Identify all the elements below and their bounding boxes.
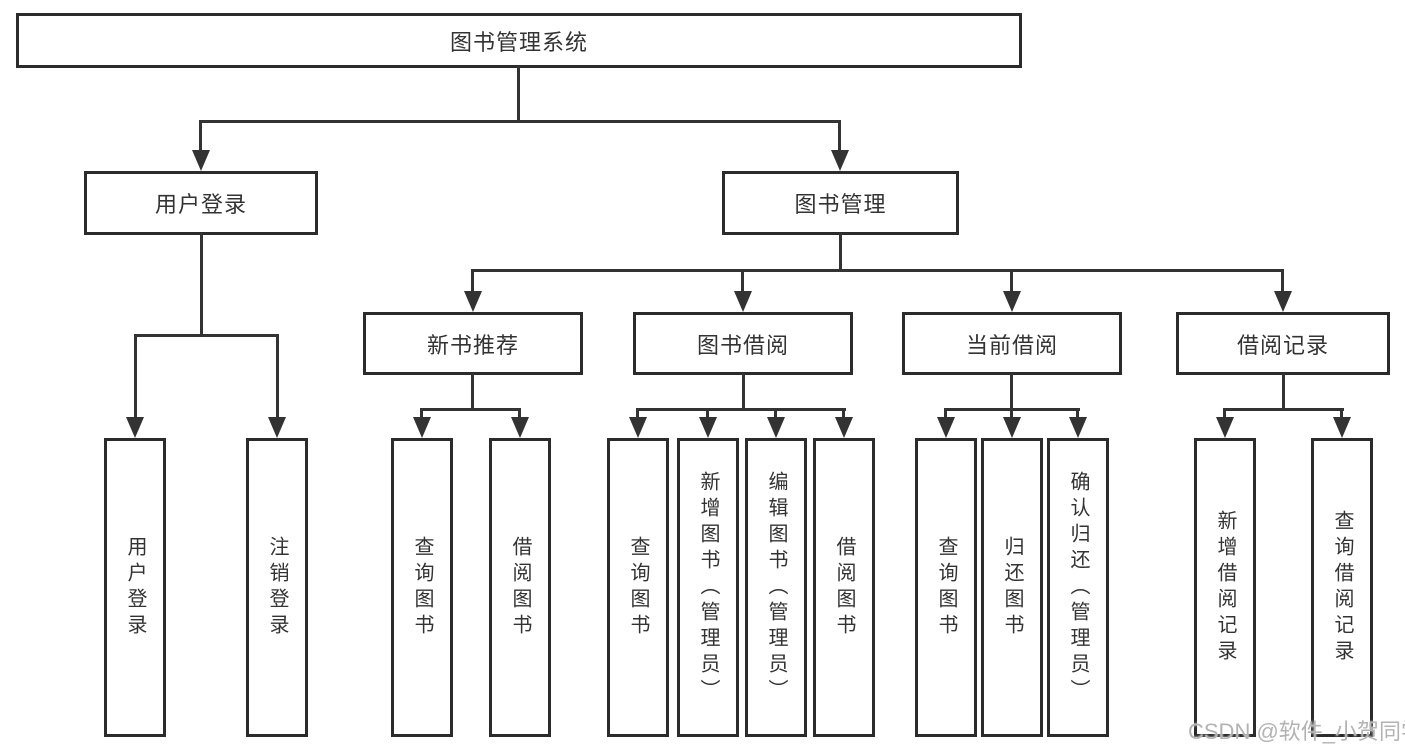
arrowhead-icon <box>1274 291 1292 312</box>
connector-line <box>134 334 279 337</box>
node-leaf-logout: 注销登录 <box>246 438 308 737</box>
node-leaf-query-books-2: 查询图书 <box>607 438 669 737</box>
arrowhead-icon <box>767 417 785 438</box>
arrowhead-icon <box>1003 417 1021 438</box>
connector-line <box>742 373 745 410</box>
node-new-book-recommend: 新书推荐 <box>363 312 583 375</box>
arrowhead-icon <box>734 291 752 312</box>
node-leaf-query-borrow-record-label: 查询借阅记录 <box>1331 509 1353 666</box>
connector-line <box>134 334 137 418</box>
connector-line <box>706 408 709 419</box>
node-root-label: 图书管理系统 <box>449 29 588 55</box>
node-leaf-borrow-books-1-label: 借阅图书 <box>509 535 531 640</box>
node-leaf-query-borrow-record: 查询借阅记录 <box>1311 438 1373 737</box>
node-leaf-borrow-books-1: 借阅图书 <box>489 438 551 737</box>
arrowhead-icon <box>464 291 482 312</box>
node-leaf-confirm-return-admin: 确认归还（管理员） <box>1047 438 1109 737</box>
connector-line <box>471 269 474 292</box>
node-new-book-recommend-label: 新书推荐 <box>426 332 519 358</box>
arrowhead-icon <box>413 417 431 438</box>
connector-line <box>420 408 423 419</box>
arrowhead-icon <box>699 417 717 438</box>
node-leaf-query-books-3: 查询图书 <box>915 438 977 737</box>
node-leaf-query-books-1: 查询图书 <box>391 438 453 737</box>
connector-line <box>200 233 203 336</box>
node-leaf-edit-books-admin-label: 编辑图书（管理员） <box>765 470 787 705</box>
arrowhead-icon <box>511 417 529 438</box>
connector-line <box>1010 408 1013 419</box>
node-leaf-add-borrow-record-label: 新增借阅记录 <box>1214 509 1236 666</box>
node-leaf-add-books-admin-label: 新增图书（管理员） <box>697 470 719 705</box>
arrowhead-icon <box>1216 417 1234 438</box>
node-leaf-return-books: 归还图书 <box>981 438 1043 737</box>
node-leaf-query-books-2-label: 查询图书 <box>627 535 649 640</box>
node-leaf-add-books-admin: 新增图书（管理员） <box>677 438 739 737</box>
connector-line <box>842 408 845 419</box>
node-borrow-record-label: 借阅记录 <box>1236 332 1329 358</box>
arrowhead-icon <box>831 150 849 171</box>
node-leaf-borrow-books-2-label: 借阅图书 <box>833 535 855 640</box>
arrowhead-icon <box>192 150 210 171</box>
connector-line <box>1010 373 1013 410</box>
node-book-borrow-label: 图书借阅 <box>696 332 789 358</box>
node-leaf-user-login: 用户登录 <box>104 438 166 737</box>
node-leaf-logout-label: 注销登录 <box>266 535 288 640</box>
connector-line <box>1223 408 1344 411</box>
connector-line <box>774 408 777 419</box>
connector-line <box>420 408 521 411</box>
connector-line <box>1340 408 1343 419</box>
node-leaf-return-books-label: 归还图书 <box>1001 535 1023 640</box>
connector-line <box>636 408 846 411</box>
node-leaf-user-login-label: 用户登录 <box>124 535 146 640</box>
connector-line <box>636 408 639 419</box>
node-leaf-borrow-books-2: 借阅图书 <box>813 438 875 737</box>
connector-line <box>838 120 841 151</box>
node-current-borrow: 当前借阅 <box>902 312 1122 375</box>
connector-line <box>276 334 279 418</box>
connector-line <box>944 408 947 419</box>
connector-line <box>518 408 521 419</box>
node-book-management-label: 图书管理 <box>794 192 887 217</box>
node-user-login: 用户登录 <box>84 171 318 235</box>
arrowhead-icon <box>1003 291 1021 312</box>
connector-line <box>741 269 744 292</box>
connector-line <box>199 120 841 123</box>
arrowhead-icon <box>268 417 286 438</box>
connector-line <box>199 120 202 151</box>
connector-line <box>1282 373 1285 410</box>
connector-line <box>1076 408 1079 419</box>
arrowhead-icon <box>835 417 853 438</box>
connector-line <box>839 233 842 272</box>
node-user-login-label: 用户登录 <box>154 192 247 217</box>
arrowhead-icon <box>937 417 955 438</box>
arrowhead-icon <box>126 417 144 438</box>
node-root: 图书管理系统 <box>16 13 1022 68</box>
connector-line <box>1223 408 1226 419</box>
connector-line <box>1281 269 1284 292</box>
node-book-borrow: 图书借阅 <box>633 312 853 375</box>
connector-line <box>471 269 1284 272</box>
arrowhead-icon <box>1069 417 1087 438</box>
connector-line <box>517 66 520 122</box>
arrowhead-icon <box>1333 417 1351 438</box>
node-leaf-query-books-3-label: 查询图书 <box>935 535 957 640</box>
connector-line <box>1010 269 1013 292</box>
node-leaf-add-borrow-record: 新增借阅记录 <box>1194 438 1256 737</box>
node-borrow-record: 借阅记录 <box>1176 312 1390 375</box>
node-leaf-confirm-return-admin-label: 确认归还（管理员） <box>1067 470 1089 705</box>
connector-line <box>471 373 474 410</box>
watermark-text: CSDN @软件_小贺同学 <box>1188 719 1405 744</box>
node-leaf-query-books-1-label: 查询图书 <box>411 535 433 640</box>
node-current-borrow-label: 当前借阅 <box>965 332 1058 358</box>
arrowhead-icon <box>629 417 647 438</box>
node-leaf-edit-books-admin: 编辑图书（管理员） <box>745 438 807 737</box>
node-book-management: 图书管理 <box>722 171 959 235</box>
